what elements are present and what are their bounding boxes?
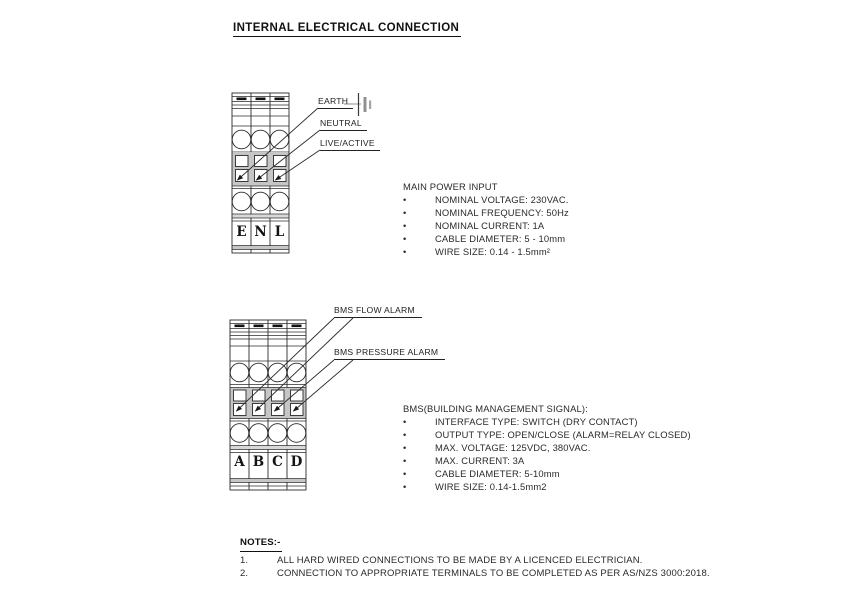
notes-section: NOTES:- 1. ALL HARD WIRED CONNECTIONS TO… <box>240 536 710 581</box>
spec-item: • WIRE SIZE: 0.14-1.5mm2 <box>403 480 691 493</box>
label-earth: EARTH <box>318 96 354 109</box>
bullet-icon: • <box>403 468 407 479</box>
spec-item: • INTERFACE TYPE: SWITCH (DRY CONTACT) <box>403 415 691 428</box>
spec-item-text: OUTPUT TYPE: OPEN/CLOSE (ALARM=RELAY CLO… <box>435 429 691 440</box>
spec-item: • NOMINAL FREQUENCY: 50Hz <box>403 206 569 219</box>
bullet-icon: • <box>403 442 407 453</box>
note-number: 2. <box>240 568 249 579</box>
bullet-icon: • <box>403 416 407 427</box>
terminal-block-bms <box>229 319 307 491</box>
note-text: CONNECTION TO APPROPRIATE TERMINALS TO B… <box>277 568 710 579</box>
leader-lines-bms <box>235 317 354 412</box>
terminal-letter-l: L <box>274 224 285 240</box>
bullet-icon: • <box>403 481 407 492</box>
spec-item-text: NOMINAL FREQUENCY: 50Hz <box>435 207 569 218</box>
terminal-letters-main: E N L <box>232 224 289 240</box>
spec-item: • NOMINAL CURRENT: 1A <box>403 219 569 232</box>
bullet-icon: • <box>403 429 407 440</box>
terminal-letter-a: A <box>234 454 245 470</box>
spec-item: • NOMINAL VOLTAGE: 230VAC. <box>403 193 569 206</box>
bullet-icon: • <box>403 207 407 218</box>
spec-item: • MAX. VOLTAGE: 125VDC, 380VAC. <box>403 441 691 454</box>
terminal-letter-d: D <box>290 454 303 470</box>
spec-item-text: WIRE SIZE: 0.14-1.5mm2 <box>435 481 547 492</box>
note-item: 1. ALL HARD WIRED CONNECTIONS TO BE MADE… <box>240 554 710 568</box>
terminal-block-main <box>231 92 290 254</box>
spec-item-text: MAX. CURRENT: 3A <box>435 455 525 466</box>
spec-item: • OUTPUT TYPE: OPEN/CLOSE (ALARM=RELAY C… <box>403 428 691 441</box>
page-title: INTERNAL ELECTRICAL CONNECTION <box>233 22 462 37</box>
spec-item-text: INTERFACE TYPE: SWITCH (DRY CONTACT) <box>435 416 638 427</box>
spec-item: • MAX. CURRENT: 3A <box>403 454 691 467</box>
label-bms-flow-alarm: BMS FLOW ALARM <box>334 305 422 318</box>
bullet-icon: • <box>403 233 407 244</box>
label-neutral: NEUTRAL <box>320 118 367 131</box>
spec-item-text: NOMINAL VOLTAGE: 230VAC. <box>435 194 569 205</box>
terminal-letter-n: N <box>254 224 267 240</box>
bullet-icon: • <box>403 455 407 466</box>
spec-item-text: CABLE DIAMETER: 5 - 10mm <box>435 233 566 244</box>
main-power-heading: MAIN POWER INPUT <box>403 181 498 192</box>
spec-item-text: CABLE DIAMETER: 5-10mm <box>435 468 560 479</box>
spec-item: • CABLE DIAMETER: 5 - 10mm <box>403 232 569 245</box>
bullet-icon: • <box>403 246 407 257</box>
spec-item-text: WIRE SIZE: 0.14 - 1.5mm² <box>435 246 551 257</box>
terminal-letter-c: C <box>272 454 283 470</box>
note-number: 1. <box>240 554 249 566</box>
terminal-letter-e: E <box>236 224 247 240</box>
label-live-active: LIVE/ACTIVE <box>320 138 380 151</box>
spec-item: • CABLE DIAMETER: 5-10mm <box>403 467 691 480</box>
leader-lines-main <box>236 107 321 181</box>
note-item: 2. CONNECTION TO APPROPRIATE TERMINALS T… <box>240 567 710 581</box>
main-power-spec: MAIN POWER INPUT • NOMINAL VOLTAGE: 230V… <box>403 180 569 258</box>
spec-item-text: NOMINAL CURRENT: 1A <box>435 220 545 231</box>
bullet-icon: • <box>403 220 407 231</box>
earth-ground-icon <box>344 93 372 116</box>
notes-heading: NOTES:- <box>240 536 282 552</box>
bms-spec: BMS(BUILDING MANAGEMENT SIGNAL): • INTER… <box>403 402 691 493</box>
spec-item-text: MAX. VOLTAGE: 125VDC, 380VAC. <box>435 442 591 453</box>
spec-item: • WIRE SIZE: 0.14 - 1.5mm² <box>403 245 569 258</box>
note-text: ALL HARD WIRED CONNECTIONS TO BE MADE BY… <box>277 554 643 566</box>
terminal-letter-b: B <box>252 454 265 470</box>
bullet-icon: • <box>403 194 407 205</box>
label-bms-pressure-alarm: BMS PRESSURE ALARM <box>334 347 446 360</box>
terminal-letters-bms: A B C D <box>230 454 306 470</box>
bms-heading: BMS(BUILDING MANAGEMENT SIGNAL): <box>403 403 588 414</box>
